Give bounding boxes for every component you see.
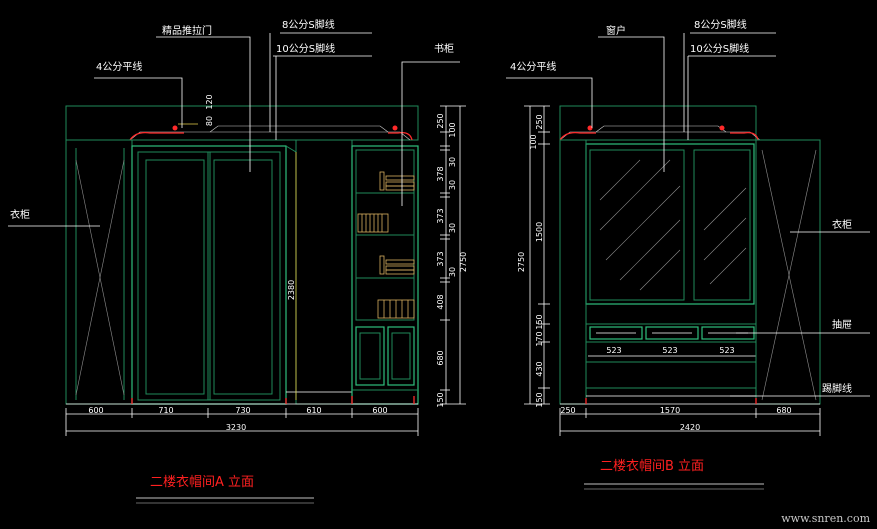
drawer-dim-3: 523 bbox=[719, 346, 734, 355]
left-bottom-dim-4: 610 bbox=[306, 406, 321, 415]
right-vdim-170: 170 bbox=[535, 331, 544, 346]
drawer-1 bbox=[589, 326, 643, 340]
left-vdim-30a: 30 bbox=[448, 157, 457, 167]
right-elevation: 523 523 523 250 100 1500 150 170 bbox=[506, 18, 870, 490]
left-total-height: 2750 bbox=[459, 252, 468, 272]
left-bottom-dim-3: 730 bbox=[235, 406, 250, 415]
drawer-dim-1: 523 bbox=[606, 346, 621, 355]
right-bottom-dim-1: 250 bbox=[560, 406, 575, 415]
right-elevation-title: 二楼衣帽间B 立面 bbox=[600, 458, 704, 474]
right-total-width: 2420 bbox=[680, 423, 700, 432]
right-vdim-1500: 1500 bbox=[535, 222, 544, 242]
drawer-dim-2: 523 bbox=[662, 346, 677, 355]
left-vdim-378: 378 bbox=[436, 166, 445, 181]
right-total-height: 2750 bbox=[517, 252, 526, 272]
leader-door bbox=[156, 36, 251, 172]
left-marker-1 bbox=[172, 125, 178, 131]
window-pane-1 bbox=[589, 149, 685, 301]
left-bottom-dim-2: 710 bbox=[158, 406, 173, 415]
left-vdim-150: 150 bbox=[436, 392, 445, 407]
left-top-dim-120: 120 bbox=[205, 94, 214, 109]
left-top-fascia bbox=[65, 105, 419, 141]
right-crown-red bbox=[559, 132, 596, 141]
books bbox=[357, 171, 415, 319]
left-elevation: 600 710 730 610 600 3230 250 100 30 378 … bbox=[8, 18, 468, 504]
callout-window: 窗户 bbox=[606, 24, 626, 37]
sliding-door-panel-2 bbox=[213, 159, 273, 395]
callout-door: 精品推拉门 bbox=[162, 24, 212, 37]
window-frame bbox=[585, 143, 755, 305]
callout-kick-line: 踢脚线 bbox=[822, 382, 852, 395]
callout-skirting-8-right: 8公分S脚线 bbox=[694, 18, 747, 31]
callout-bookcase: 书柜 bbox=[434, 42, 454, 55]
right-vdim-430: 430 bbox=[535, 361, 544, 376]
left-vdim-30b: 30 bbox=[448, 180, 457, 190]
left-door-height: 2380 bbox=[287, 280, 296, 300]
right-bottom-dim-2: 1570 bbox=[660, 406, 680, 415]
bookcase-lower-door-1 bbox=[355, 326, 385, 386]
left-vdim-408: 408 bbox=[436, 294, 445, 309]
left-vdim-680: 680 bbox=[436, 350, 445, 365]
right-vdim-100: 100 bbox=[529, 134, 538, 149]
leader-bookcase bbox=[401, 61, 460, 206]
right-wardrobe-side bbox=[755, 139, 821, 405]
left-crown-red bbox=[129, 132, 184, 141]
right-vdim-150a: 150 bbox=[535, 314, 544, 329]
bookcase-lower-door-2 bbox=[387, 326, 415, 386]
left-vdim-373b: 373 bbox=[436, 251, 445, 266]
right-marker-2 bbox=[719, 125, 725, 131]
leader-window bbox=[598, 36, 665, 172]
left-vdim-30d: 30 bbox=[448, 267, 457, 277]
left-total-width: 3230 bbox=[226, 423, 246, 432]
window-pane-2 bbox=[693, 149, 751, 301]
left-bottom-dim-1: 600 bbox=[88, 406, 103, 415]
sliding-door-frame bbox=[131, 145, 287, 405]
left-vdim-100: 100 bbox=[448, 122, 457, 137]
callout-flat-line: 4公分平线 bbox=[96, 60, 142, 73]
left-vdim-30c: 30 bbox=[448, 223, 457, 233]
bookcase bbox=[351, 145, 419, 405]
left-marker-2 bbox=[392, 125, 398, 131]
callout-drawer: 抽屉 bbox=[832, 318, 852, 331]
watermark: www.snren.com bbox=[781, 512, 870, 525]
left-vdim-373a: 373 bbox=[436, 208, 445, 223]
right-vdim-250: 250 bbox=[535, 114, 544, 129]
right-bottom-dim-3: 680 bbox=[776, 406, 791, 415]
left-elevation-title: 二楼衣帽间A 立面 bbox=[150, 474, 254, 490]
callout-flat-line-right: 4公分平线 bbox=[510, 60, 556, 73]
callout-skirting-10-right: 10公分S脚线 bbox=[690, 42, 749, 55]
left-top-dim-80: 80 bbox=[205, 116, 214, 126]
callout-skirting-10: 10公分S脚线 bbox=[276, 42, 335, 55]
callout-wardrobe-left: 衣柜 bbox=[10, 208, 30, 221]
right-left-wall bbox=[559, 139, 587, 405]
left-vdim-250: 250 bbox=[436, 113, 445, 128]
sliding-door-panel-1 bbox=[145, 159, 205, 395]
right-top-fascia bbox=[559, 105, 757, 141]
right-vdim-150b: 150 bbox=[535, 392, 544, 407]
drawer-2 bbox=[645, 326, 699, 340]
right-marker-1 bbox=[587, 125, 593, 131]
left-middle-wall bbox=[295, 139, 353, 405]
leader-flat-line-right bbox=[506, 77, 593, 128]
leader-flat-line bbox=[94, 77, 183, 128]
left-bottom-dim-5: 600 bbox=[372, 406, 387, 415]
callout-wardrobe-right: 衣柜 bbox=[832, 218, 852, 231]
callout-skirting-8: 8公分S脚线 bbox=[282, 18, 335, 31]
